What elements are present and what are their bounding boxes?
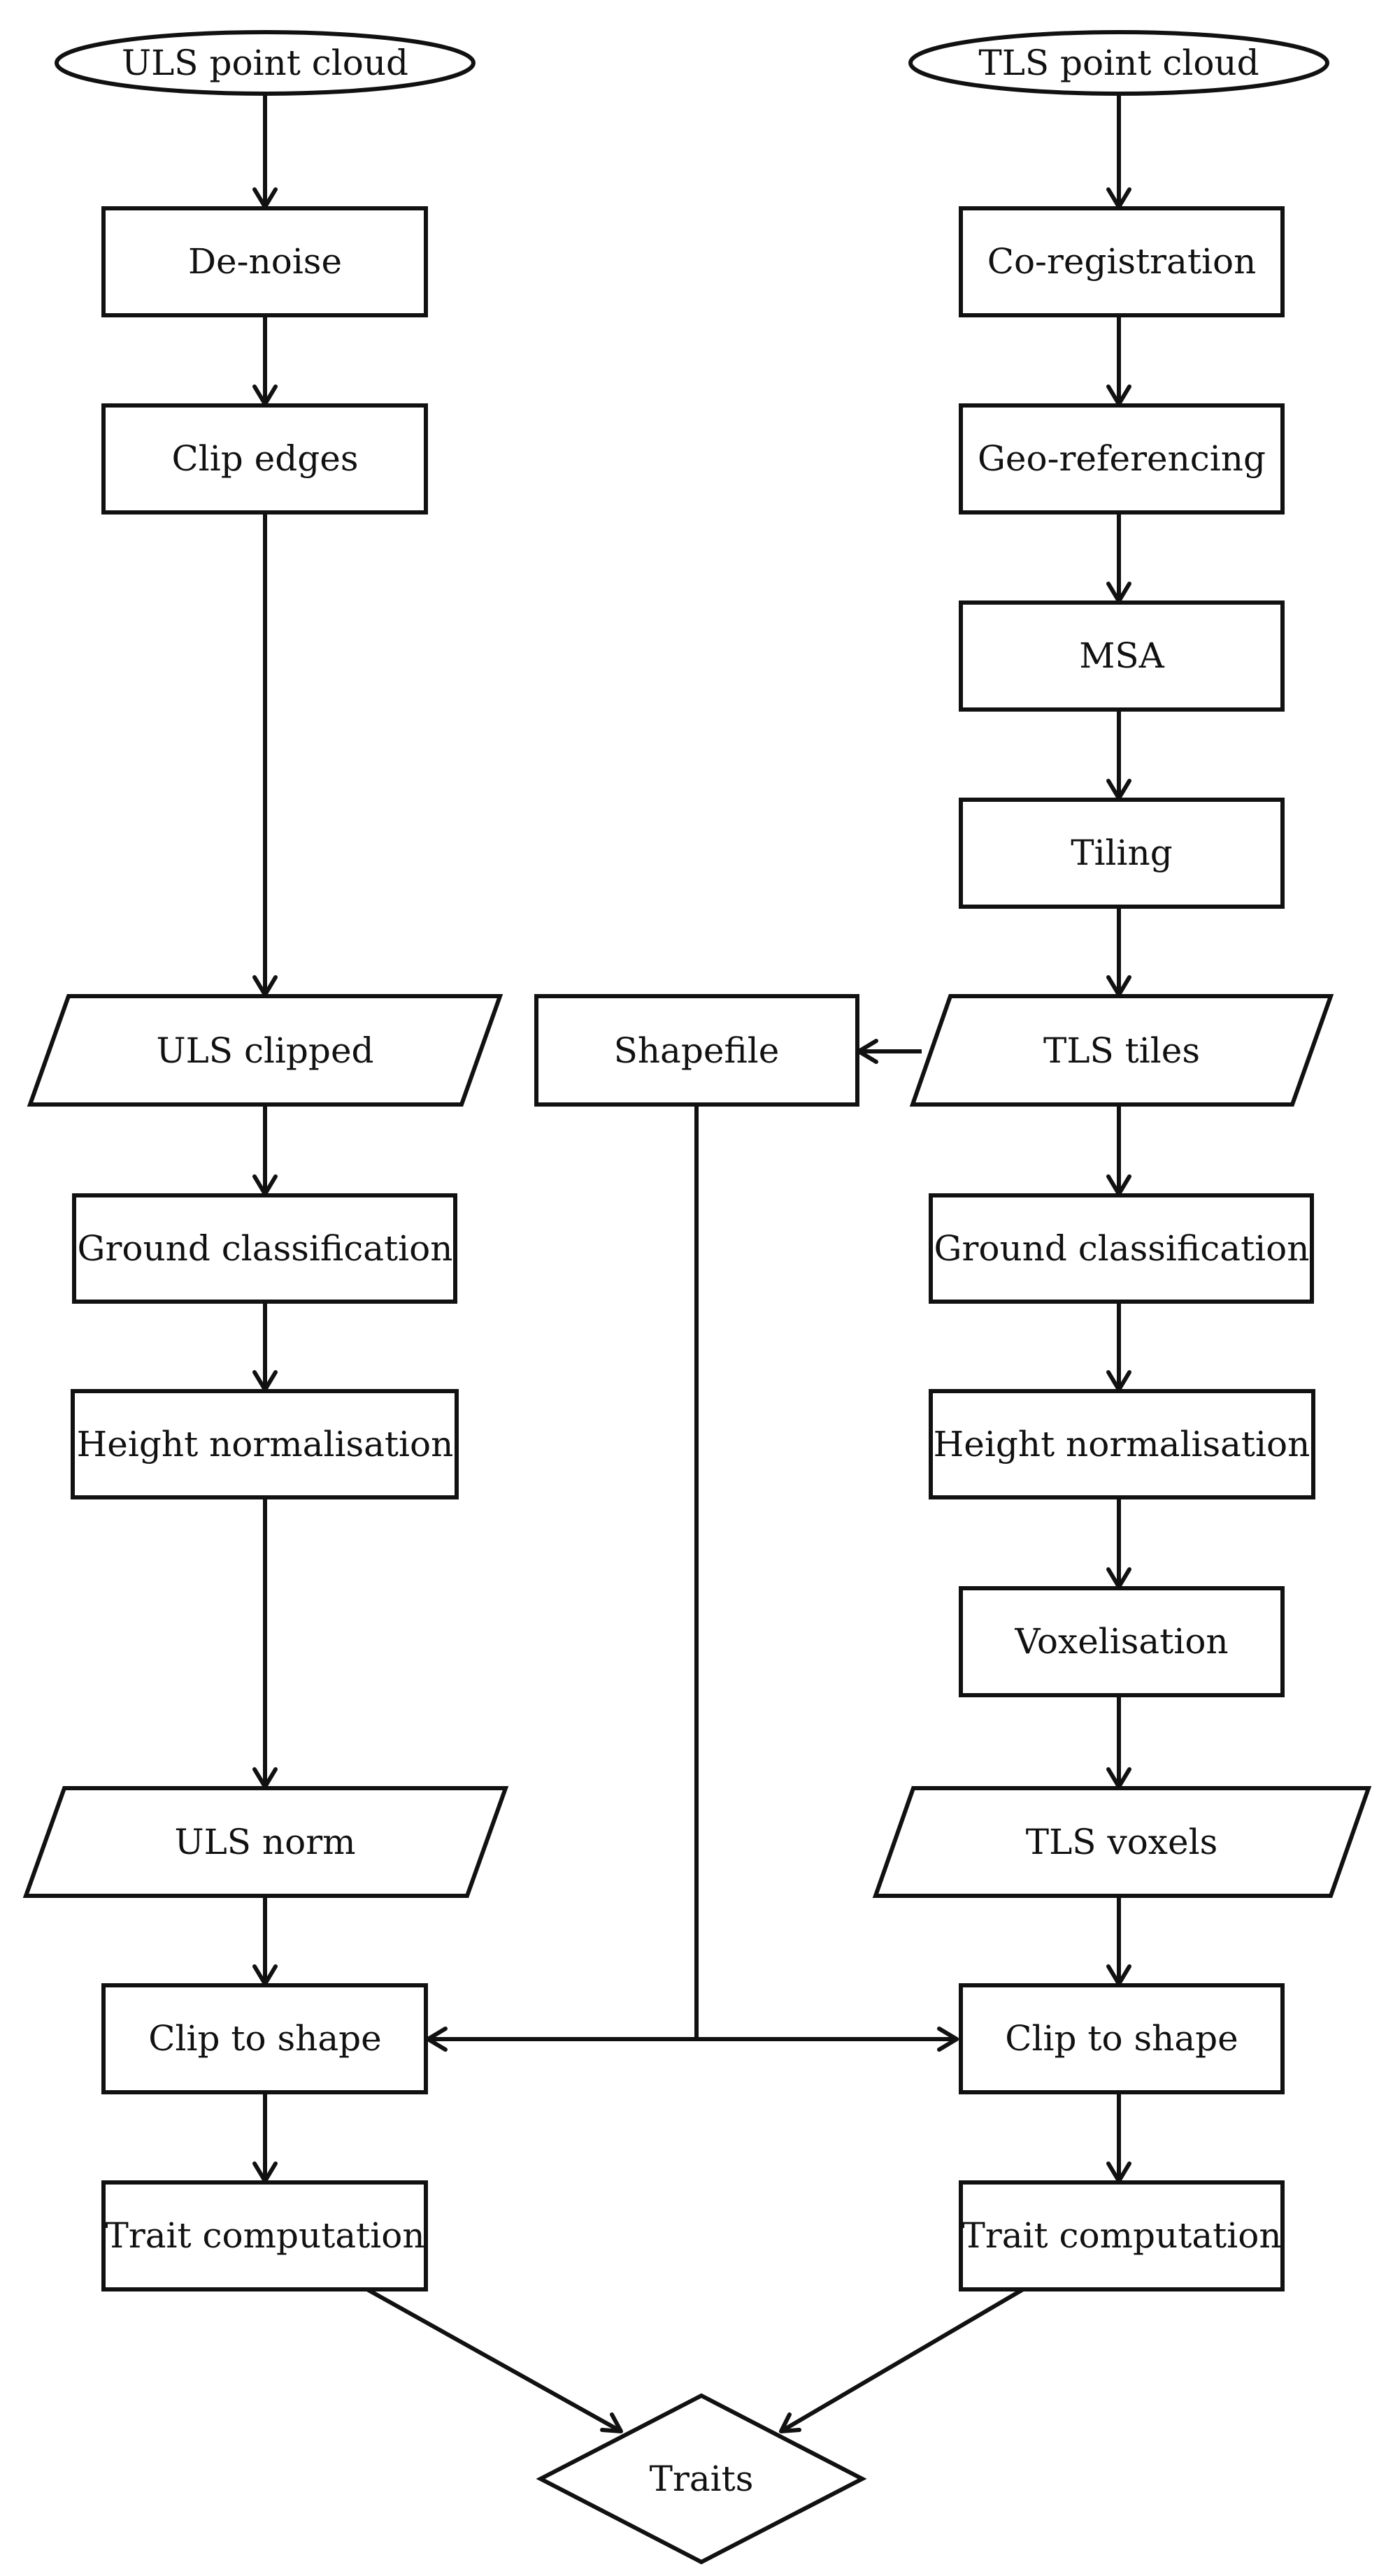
node-uls-point-cloud: ULS point cloud bbox=[55, 30, 476, 96]
node-label: Co-registration bbox=[987, 241, 1257, 282]
node-height-normalisation-left: Height normalisation bbox=[71, 1389, 459, 1499]
node-label: TLS tiles bbox=[1043, 1030, 1200, 1071]
node-label: ULS clipped bbox=[156, 1030, 373, 1071]
node-uls-norm: ULS norm bbox=[22, 1786, 509, 1898]
node-label: Shapefile bbox=[614, 1030, 780, 1071]
arrowhead-result-right bbox=[779, 2412, 801, 2433]
node-tls-voxels: TLS voxels bbox=[872, 1786, 1372, 1898]
node-label: Trait computation bbox=[105, 2215, 424, 2256]
node-label: Ground classification bbox=[934, 1228, 1310, 1269]
node-geo-referencing: Geo-referencing bbox=[959, 403, 1285, 515]
arrow-traits-left-to-result bbox=[366, 2287, 622, 2433]
node-co-registration: Co-registration bbox=[959, 206, 1285, 317]
node-uls-clipped: ULS clipped bbox=[27, 994, 503, 1107]
node-label: Ground classification bbox=[78, 1228, 453, 1269]
node-label: Voxelisation bbox=[1014, 1621, 1228, 1662]
node-label: Traits bbox=[650, 2459, 754, 2499]
node-label: De-noise bbox=[188, 241, 342, 282]
node-label: Height normalisation bbox=[934, 1424, 1310, 1465]
left-branch: ULS point cloud De-noise Clip edges ULS … bbox=[22, 30, 509, 2291]
node-label: Trait computation bbox=[962, 2215, 1281, 2256]
node-denoise: De-noise bbox=[101, 206, 428, 317]
node-label: Clip to shape bbox=[1005, 2018, 1238, 2059]
node-voxelisation: Voxelisation bbox=[959, 1586, 1285, 1697]
node-traits-result: Traits bbox=[536, 2393, 867, 2565]
node-label: Height normalisation bbox=[77, 1424, 454, 1465]
node-trait-computation-right: Trait computation bbox=[959, 2180, 1285, 2291]
node-trait-computation-left: Trait computation bbox=[101, 2180, 428, 2291]
node-clip-edges: Clip edges bbox=[101, 403, 428, 515]
node-ground-classification-right: Ground classification bbox=[929, 1193, 1314, 1304]
node-label: MSA bbox=[1079, 635, 1164, 676]
node-tls-point-cloud: TLS point cloud bbox=[908, 30, 1329, 96]
arrowheads bbox=[252, 187, 1131, 2433]
node-label: Tiling bbox=[1071, 833, 1173, 873]
arrow-traits-right-to-result bbox=[780, 2287, 1024, 2433]
node-tls-tiles: TLS tiles bbox=[909, 994, 1334, 1107]
arrowhead-result-left bbox=[600, 2412, 623, 2433]
right-branch: TLS point cloud Co-registration Geo-refe… bbox=[872, 30, 1372, 2291]
node-clip-to-shape-right: Clip to shape bbox=[959, 1983, 1285, 2094]
arrowhead-clip-right-side bbox=[937, 2027, 959, 2052]
node-label: Clip to shape bbox=[148, 2018, 382, 2059]
node-label: ULS point cloud bbox=[122, 43, 408, 83]
node-label: ULS norm bbox=[174, 1822, 355, 1862]
node-label: TLS voxels bbox=[1026, 1822, 1218, 1862]
edges bbox=[263, 94, 1121, 2433]
node-msa: MSA bbox=[959, 600, 1285, 712]
node-shapefile: Shapefile bbox=[534, 994, 859, 1107]
node-tiling: Tiling bbox=[959, 798, 1285, 909]
node-height-normalisation-right: Height normalisation bbox=[929, 1389, 1315, 1499]
node-label: Clip edges bbox=[172, 438, 359, 479]
node-label: TLS point cloud bbox=[978, 43, 1259, 83]
node-label: Geo-referencing bbox=[978, 438, 1266, 479]
node-clip-to-shape-left: Clip to shape bbox=[101, 1983, 428, 2094]
node-ground-classification-left: Ground classification bbox=[72, 1193, 457, 1304]
